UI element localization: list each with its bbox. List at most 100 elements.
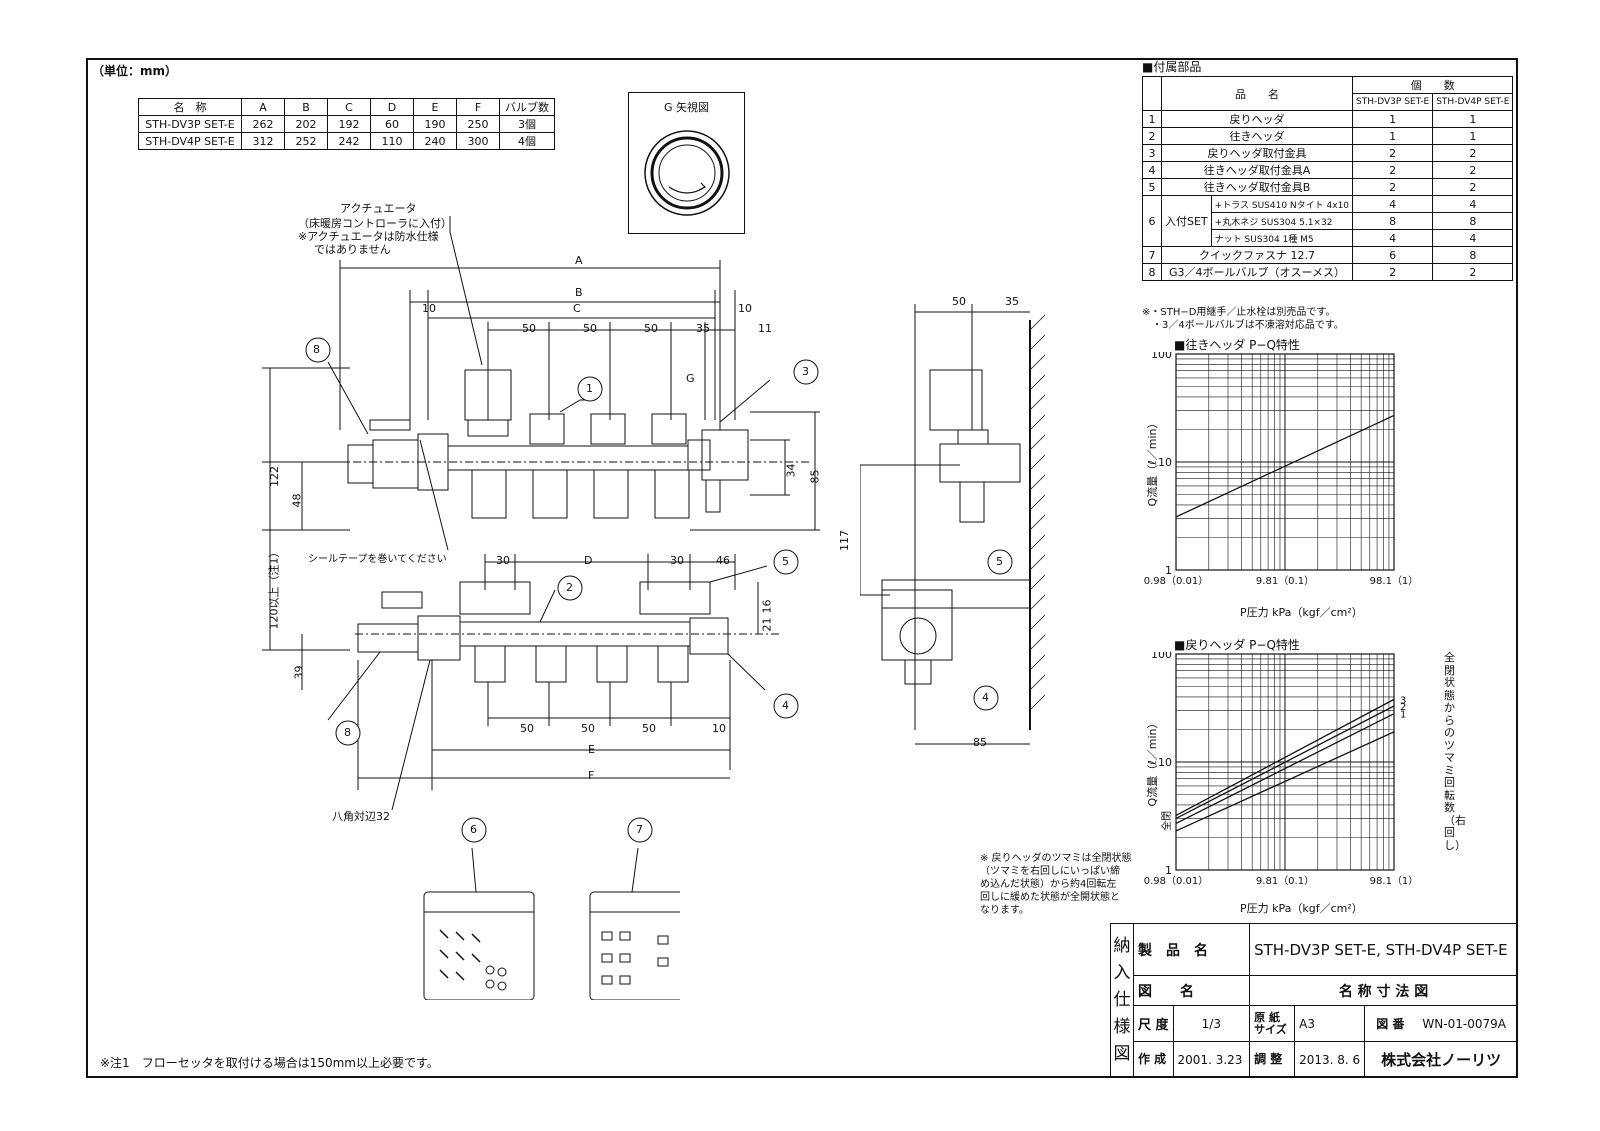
dim-30: 30 [496,554,510,567]
table-cell: 往きヘッダ [1160,127,1354,145]
y-tick-label: 100 [1151,352,1172,361]
table-cell: 2 [1142,127,1162,145]
dim-10-left: 10 [422,302,436,315]
parts-header-qty: 個 数 [1352,76,1514,94]
balloon-8: 8 [344,726,351,739]
dim-10: 10 [712,722,726,735]
drawing-name: 名 称 寸 法 図 [1249,975,1518,1006]
actuator-note: アクチュエータ [340,202,417,215]
series-label: 2 [1400,702,1406,713]
table-cell: ナット SUS304 1種 M5 [1210,229,1354,247]
dim-f: F [588,769,595,782]
side-view-drawing [860,304,1046,745]
table-cell: 8 [1432,246,1514,264]
table-cell: 3 [1142,144,1162,162]
hex-note: 八角対辺32 [332,810,390,823]
table-cell: 4 [1142,161,1162,179]
table-cell: クイックファスナ 12.7 [1160,246,1354,264]
vertical-char: 仕 [1113,990,1131,1010]
g-view-knob [644,130,730,216]
table-cell: 2 [1352,178,1434,196]
title-block: 納 入 仕 様 図 製 品 名 STH-DV3P SET-E, STH-DV4P… [1110,923,1518,1078]
actuator-note: （床暖房コントローラに入付） [298,217,452,230]
table-cell: 6 [1352,246,1434,264]
knob-note-line: なります。 [980,905,1029,916]
table-cell: 4 [1352,195,1434,213]
side-dim-85: 85 [973,736,987,749]
y-tick-label: 100 [1151,652,1172,661]
table-cell: 2 [1352,161,1434,179]
series-line [1175,705,1395,820]
side-dim-50: 50 [952,295,966,308]
knob-note-line: 回しに緩めた状態が全開状態と [980,892,1120,903]
balloon-8: 8 [313,343,320,356]
dim-c: C [573,302,581,315]
accessory-bags [423,847,680,1000]
table-row: STH-DV4P SET-E 312 252 242 110 240 300 4… [138,132,555,150]
table-cell: +トラス SUS410 Nタイト 4x10 [1210,195,1354,213]
dim-50: 50 [520,722,534,735]
revised-date: 2013. 8. 6 [1294,1041,1366,1078]
plot-frame [1175,353,1395,571]
dimension-table-header: 名 称 A B C D E F バルブ数 [138,98,555,116]
product-label: 製 品 名 [1132,923,1251,976]
x-tick-label: 98.1（1） [1370,575,1419,587]
dim-a: A [575,254,583,267]
table-cell: 2 [1352,144,1434,162]
parts-title: ■付属部品 [1142,60,1202,74]
table-cell: 2 [1432,263,1514,281]
table-cell: 8 [1352,212,1434,230]
balloon-4: 4 [782,699,789,712]
bottom-note: ※注1 フローセッタを取付ける場合は150mm以上必要です。 [100,1056,439,1070]
balloon-6: 6 [470,823,477,836]
dim-50: 50 [644,322,658,335]
series-label: 1 [1400,710,1406,721]
balloon-5: 5 [996,555,1003,568]
front-view-drawing [262,216,820,811]
table-cell: 202 [284,115,328,133]
chart2-title: ■戻りヘッダ P−Q特性 [1174,638,1300,652]
table-cell: 2 [1432,161,1514,179]
parts-note: ※・STH−D用継手／止水栓は別売品です。 [1142,307,1336,318]
vertical-char: 入 [1113,963,1131,983]
created-label: 作 成 [1133,1041,1174,1078]
table-cell: 戻りヘッダ [1160,110,1354,128]
dim-50: 50 [581,722,595,735]
y-tick-label: 1 [1165,564,1172,577]
table-cell: 4 [1352,229,1434,247]
table-cell: 6 [1142,195,1162,247]
x-tick-label: 98.1（1） [1370,875,1419,887]
y-tick-label: 10 [1158,756,1172,769]
table-cell: 3個 [499,115,555,133]
title-block-vertical: 納 入 仕 様 図 [1110,923,1134,1078]
plot-frame [1175,653,1395,871]
x-tick-label: 0.98（0.01） [1144,575,1209,587]
table-cell: 1 [1432,110,1514,128]
actuator-note: ではありません [314,243,391,256]
series-label: 3 [1400,695,1406,706]
table-cell: 4 [1432,229,1514,247]
table-cell: 2 [1432,144,1514,162]
y-tick-label: 1 [1165,864,1172,877]
knob-note-line: め込んだ状態）から約4回転左 [980,879,1117,890]
g-view-label: G 矢視図 [663,101,710,114]
knob-note-line: ※ 戻りヘッダのツマミは全閉状態 [980,853,1132,864]
series-line [1175,698,1395,817]
balloon-4: 4 [982,691,989,704]
table-cell: 4 [1432,195,1514,213]
dim-10-right: 10 [738,302,752,315]
balloon-7: 7 [636,823,643,836]
table-cell: 1 [1352,110,1434,128]
table-cell: +丸木ネジ SUS304 5.1×32 [1210,212,1354,230]
y-axis-label: Q流量（ℓ／min） [1145,718,1159,807]
table-cell: 往きヘッダ取付金具A [1160,161,1354,179]
y-tick-label: 10 [1158,456,1172,469]
side-dim-35: 35 [1005,295,1019,308]
